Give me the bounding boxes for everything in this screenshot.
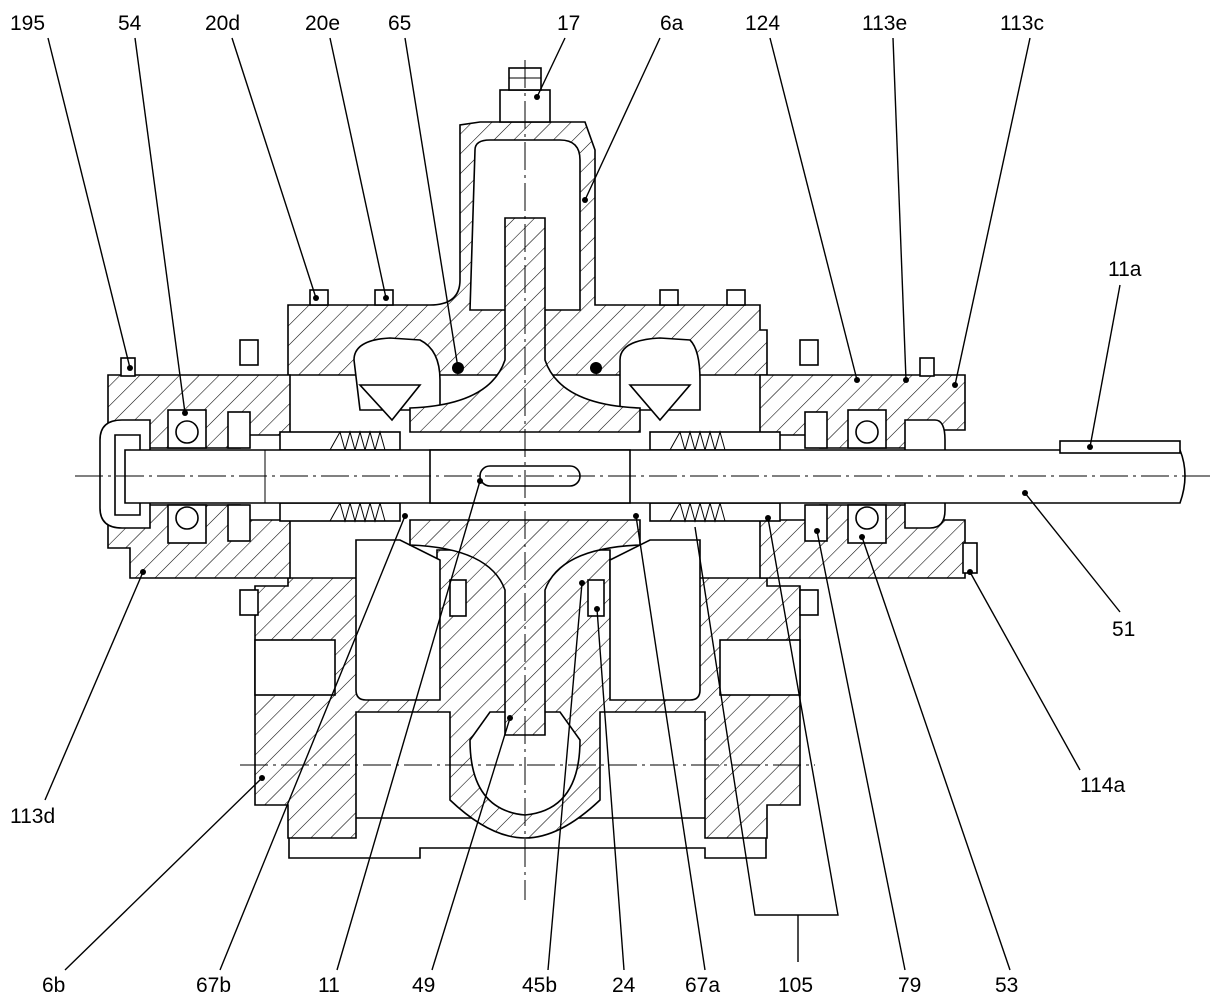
mechanical-seals xyxy=(279,430,781,523)
bearings xyxy=(167,409,887,544)
label-54: 54 xyxy=(118,12,142,35)
label-113e: 113e xyxy=(862,12,907,35)
label-113c: 113c xyxy=(1000,12,1044,35)
label-113d: 113d xyxy=(10,805,55,828)
label-65: 65 xyxy=(388,12,411,35)
leader-lines xyxy=(44,37,1121,971)
label-195: 195 xyxy=(10,12,45,35)
reference-labels: 195 54 20d 20e 65 17 6a 124 113e 113c 11… xyxy=(10,12,1142,997)
label-53: 53 xyxy=(995,974,1018,997)
label-17: 17 xyxy=(557,12,580,35)
label-124: 124 xyxy=(745,12,780,35)
label-67b: 67b xyxy=(196,974,231,997)
label-20e: 20e xyxy=(305,12,340,35)
label-79: 79 xyxy=(898,974,921,997)
label-49: 49 xyxy=(412,974,435,997)
label-24: 24 xyxy=(612,974,636,997)
label-105: 105 xyxy=(778,974,813,997)
label-11: 11 xyxy=(318,974,340,997)
label-67a: 67a xyxy=(685,974,720,997)
label-51: 51 xyxy=(1112,618,1135,641)
label-45b: 45b xyxy=(522,974,557,997)
label-114a: 114a xyxy=(1080,774,1125,797)
label-6b: 6b xyxy=(42,974,65,997)
label-6a: 6a xyxy=(660,12,684,35)
center-lines xyxy=(75,60,1215,900)
label-20d: 20d xyxy=(205,12,240,35)
label-11a: 11a xyxy=(1108,258,1142,281)
